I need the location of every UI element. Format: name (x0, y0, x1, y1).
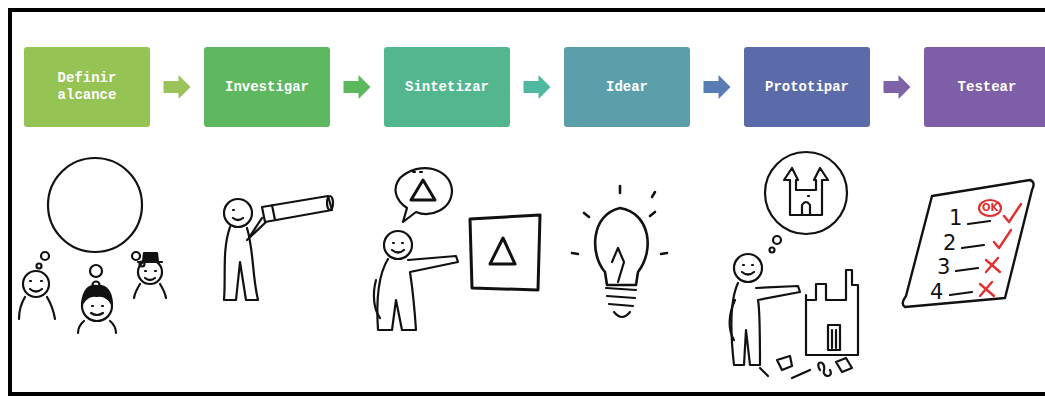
explorer-sketch (224, 196, 333, 300)
person-hat (138, 253, 162, 262)
flow-arrow (524, 75, 551, 99)
triangle-symbol (490, 238, 515, 264)
process-box: Sintetizar (384, 47, 510, 127)
frame-border (10, 10, 1045, 394)
person-arm (247, 218, 266, 240)
step-label: Definir alcance (34, 70, 140, 104)
telescope (262, 196, 332, 222)
person-face (392, 243, 404, 253)
person-arm (374, 280, 380, 318)
bubble-dot (132, 252, 140, 260)
person-face (19, 281, 55, 319)
shared-thought-sketch (19, 158, 166, 333)
person-head (224, 199, 252, 227)
speech-bubble (396, 168, 452, 222)
person-face (233, 210, 243, 220)
bubble-dot (773, 236, 781, 244)
list-number: 2 (943, 232, 956, 254)
step-label: Sintetizar (405, 79, 489, 96)
triangle-symbol (411, 180, 435, 200)
bubble-dot (90, 265, 102, 277)
person-hair (82, 286, 112, 304)
person-body (224, 227, 258, 300)
light-rays (572, 186, 667, 254)
quote-mark (413, 171, 422, 173)
flow-arrow (164, 75, 191, 99)
process-box: Idear (564, 47, 690, 127)
person-arm (730, 300, 735, 340)
flow-arrow (884, 75, 911, 99)
person-head (734, 254, 762, 282)
person-face (78, 306, 116, 333)
paper-sheet (903, 180, 1034, 307)
person-body (377, 256, 458, 330)
step-label: Prototipar (765, 79, 849, 96)
bubble-dot (41, 252, 49, 260)
thought-bubble (48, 158, 142, 252)
person-head (23, 271, 49, 297)
list-number: 4 (930, 281, 943, 303)
presentation-board (470, 215, 540, 290)
process-box: Definir alcance (24, 47, 150, 127)
light-bulb-sketch (572, 186, 667, 317)
cross-mark (980, 258, 1000, 296)
checklist-sketch (903, 180, 1034, 307)
process-box: Investigar (204, 47, 330, 127)
step-label: Idear (606, 79, 648, 96)
step-label: Testear (958, 79, 1017, 96)
flow-arrow (344, 75, 371, 99)
person-face (134, 271, 166, 298)
person-face (742, 265, 754, 275)
list-number: 3 (937, 256, 950, 278)
bubble-dot (37, 264, 42, 269)
person-head (384, 231, 412, 259)
cardboard-castle (806, 270, 858, 355)
process-box: Testear (924, 47, 1045, 127)
check-note: OK (982, 202, 998, 214)
step-label: Investigar (225, 79, 309, 96)
process-box: Prototipar (744, 47, 870, 127)
ok-circle (979, 200, 1001, 216)
telescope-lens (327, 196, 333, 210)
list-number: 1 (949, 207, 962, 229)
thought-bubble (765, 152, 847, 234)
flow-arrow (704, 75, 731, 99)
bubble-dot (770, 248, 775, 253)
presenter-sketch (374, 168, 540, 330)
bulb-base (606, 248, 636, 317)
castle-icon (784, 168, 828, 215)
person-body (731, 283, 800, 365)
prototype-sketch (730, 152, 858, 378)
craft-scraps (760, 356, 852, 378)
